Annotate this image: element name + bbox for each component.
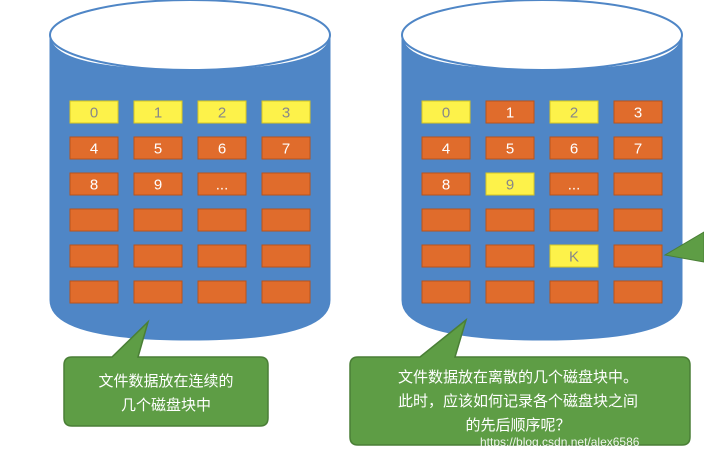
left-disk-block [133, 208, 183, 232]
left-disk-block [69, 244, 119, 268]
right-disk-block [421, 244, 471, 268]
left-disk-block [261, 208, 311, 232]
right-disk-block [485, 280, 535, 304]
right-disk-block [485, 172, 535, 196]
right-disk-block-label: 5 [506, 141, 514, 158]
right-disk-block [613, 100, 663, 124]
right-disk-block-label: K [569, 249, 579, 266]
watermark-text: https://blog.csdn.net/alex6586 [480, 435, 640, 449]
left-disk-block [261, 280, 311, 304]
left-disk-block-label: 7 [282, 141, 290, 158]
right-disk-block-label: 2 [570, 105, 578, 122]
right-disk-block [549, 244, 599, 268]
left-disk-block [69, 172, 119, 196]
left-callout-line-1: 文件数据放在连续的 [98, 372, 233, 390]
right-disk-block [549, 280, 599, 304]
left-disk-block [133, 244, 183, 268]
right-disk-block-label: 1 [506, 105, 514, 122]
right-disk-block-label: 7 [634, 141, 642, 158]
left-disk-block [197, 172, 247, 196]
left-disk-block [197, 280, 247, 304]
right-callout-line-2: 此时，应该如何记录各个磁盘块之间 [398, 392, 638, 410]
right-disk-block-label: ... [568, 177, 581, 194]
right-callout-line-1: 文件数据放在离散的几个磁盘块中。 [398, 368, 638, 386]
right-disk-block [549, 100, 599, 124]
right-disk-block [421, 136, 471, 160]
left-block-grid: 0 1 2 3 4 5 6 7 8 9... [69, 100, 311, 304]
right-disk-block [549, 172, 599, 196]
left-disk-block [197, 208, 247, 232]
left-disk-block-label: 8 [90, 177, 98, 194]
left-disk-block [133, 280, 183, 304]
left-disk-block [261, 100, 311, 124]
left-disk-block-label: 5 [154, 141, 162, 158]
left-disk-block [261, 244, 311, 268]
right-disk-block-label: 8 [442, 177, 450, 194]
left-disk-block [197, 136, 247, 160]
left-disk-body [49, 34, 331, 341]
right-disk-top [401, 0, 683, 71]
right-disk-block [485, 208, 535, 232]
left-disk-block [69, 100, 119, 124]
right-disk-block [613, 208, 663, 232]
right-disk-block [485, 244, 535, 268]
left-callout-line-2: 几个磁盘块中 [121, 396, 211, 414]
right-disk-block-label: 3 [634, 105, 642, 122]
right-disk-block [613, 136, 663, 160]
right-disk-block [613, 280, 663, 304]
right-callout-bubble [349, 317, 691, 446]
left-disk-block [133, 100, 183, 124]
left-disk-block-label: 6 [218, 141, 226, 158]
left-disk-block [69, 208, 119, 232]
right-disk-block [485, 100, 535, 124]
right-disk-block [421, 208, 471, 232]
left-disk-block [69, 136, 119, 160]
left-disk-block-label: 4 [90, 141, 98, 158]
right-disk-block [485, 136, 535, 160]
left-disk-top [49, 0, 331, 71]
right-block-grid: 0 1 2 3 4 5 6 7 8 9... K [421, 100, 663, 304]
left-disk-block [133, 172, 183, 196]
right-disk-block [613, 172, 663, 196]
left-disk-block [197, 100, 247, 124]
right-disk-block [421, 100, 471, 124]
right-disk-block [613, 244, 663, 268]
right-disk-block-label: 6 [570, 141, 578, 158]
edge-callout-pointer [663, 231, 704, 263]
right-disk-block-label: 4 [442, 141, 450, 158]
right-disk-block [421, 280, 471, 304]
left-disk-block [197, 244, 247, 268]
left-disk-block [69, 280, 119, 304]
left-disk-block [133, 136, 183, 160]
left-disk-block-label: 2 [218, 105, 226, 122]
right-disk-block-label: 0 [442, 105, 450, 122]
left-callout-bubble [63, 319, 269, 427]
left-disk-block [261, 172, 311, 196]
left-disk-block-label: 0 [90, 105, 98, 122]
right-disk-block [549, 136, 599, 160]
left-disk-block [261, 136, 311, 160]
left-disk-block-label: 9 [154, 177, 162, 194]
right-disk-block [421, 172, 471, 196]
right-callout-line-3: 的先后顺序呢？ [465, 416, 570, 434]
left-disk-block-label: 3 [282, 105, 290, 122]
left-disk: 0 1 2 3 4 5 6 7 8 9... [49, 0, 331, 341]
right-disk: 0 1 2 3 4 5 6 7 8 9... K [401, 0, 683, 341]
right-disk-block-label: 9 [506, 177, 514, 194]
left-callout: 文件数据放在连续的 几个磁盘块中 [63, 319, 269, 427]
left-disk-block-label: ... [216, 177, 229, 194]
left-disk-block-label: 1 [154, 105, 162, 122]
right-disk-block [549, 208, 599, 232]
right-callout: 文件数据放在离散的几个磁盘块中。 此时，应该如何记录各个磁盘块之间 的先后顺序呢… [349, 317, 691, 446]
